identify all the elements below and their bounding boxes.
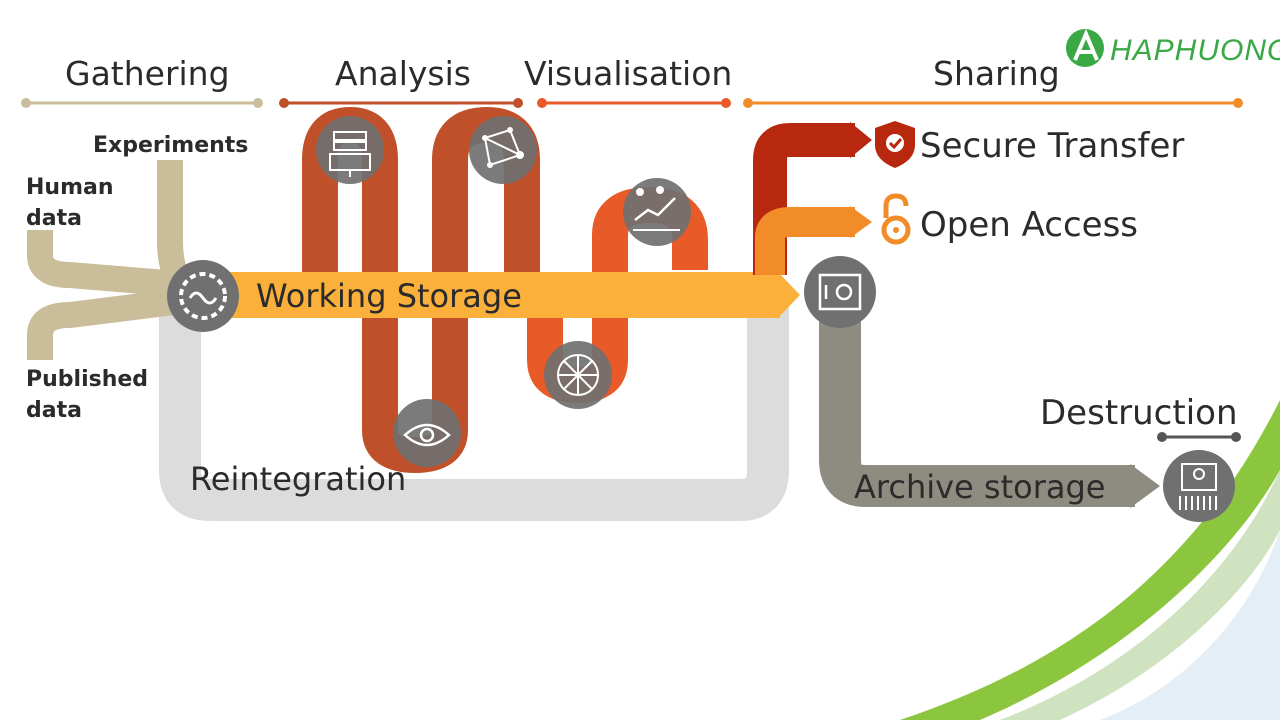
source-human-label-line2: data [26,206,82,231]
published-data-stream [27,287,192,360]
stage-visualisation-title: Visualisation [524,54,732,93]
human-data-stream [27,230,192,298]
decorative-swoosh [900,400,1280,720]
shredder-icon [1163,450,1235,522]
gear-icon [167,260,239,332]
source-published-label-line1: Published [26,367,148,392]
open-lock-icon [881,193,911,245]
stage-analysis-title: Analysis [335,54,471,93]
secure-transfer-label: Secure Transfer [920,126,1184,166]
open-access-label: Open Access [920,205,1138,245]
destruction-label: Destruction [1040,393,1238,433]
archive-path [819,300,1135,507]
stage-sharing-title: Sharing [933,54,1060,93]
shield-check-icon [875,121,915,168]
chart-icon [623,178,691,246]
source-published-label-line2: data [26,398,82,423]
archive-storage-label: Archive storage [854,468,1105,506]
working-storage-arrow [200,272,800,318]
archive-arrowhead [1130,464,1160,508]
network-graph-icon [469,116,537,184]
working-storage-label: Working Storage [256,277,522,315]
secure-transfer-path [753,123,855,275]
reintegration-loop [159,300,789,521]
stage-headers: Gathering Analysis Visualisation Sharing [21,54,1243,108]
stage-gathering-title: Gathering [65,54,230,93]
logo: HAPHUONG [1066,28,1280,67]
open-access-path [755,207,855,275]
source-human-label-line1: Human [26,175,114,200]
logo-text: HAPHUONG [1110,34,1280,67]
source-experiments-label: Experiments [93,133,248,158]
server-icon [316,116,384,184]
eye-icon [393,399,461,467]
safe-icon [804,256,876,328]
pie-chart-icon [544,341,612,409]
reintegration-label: Reintegration [190,460,406,498]
